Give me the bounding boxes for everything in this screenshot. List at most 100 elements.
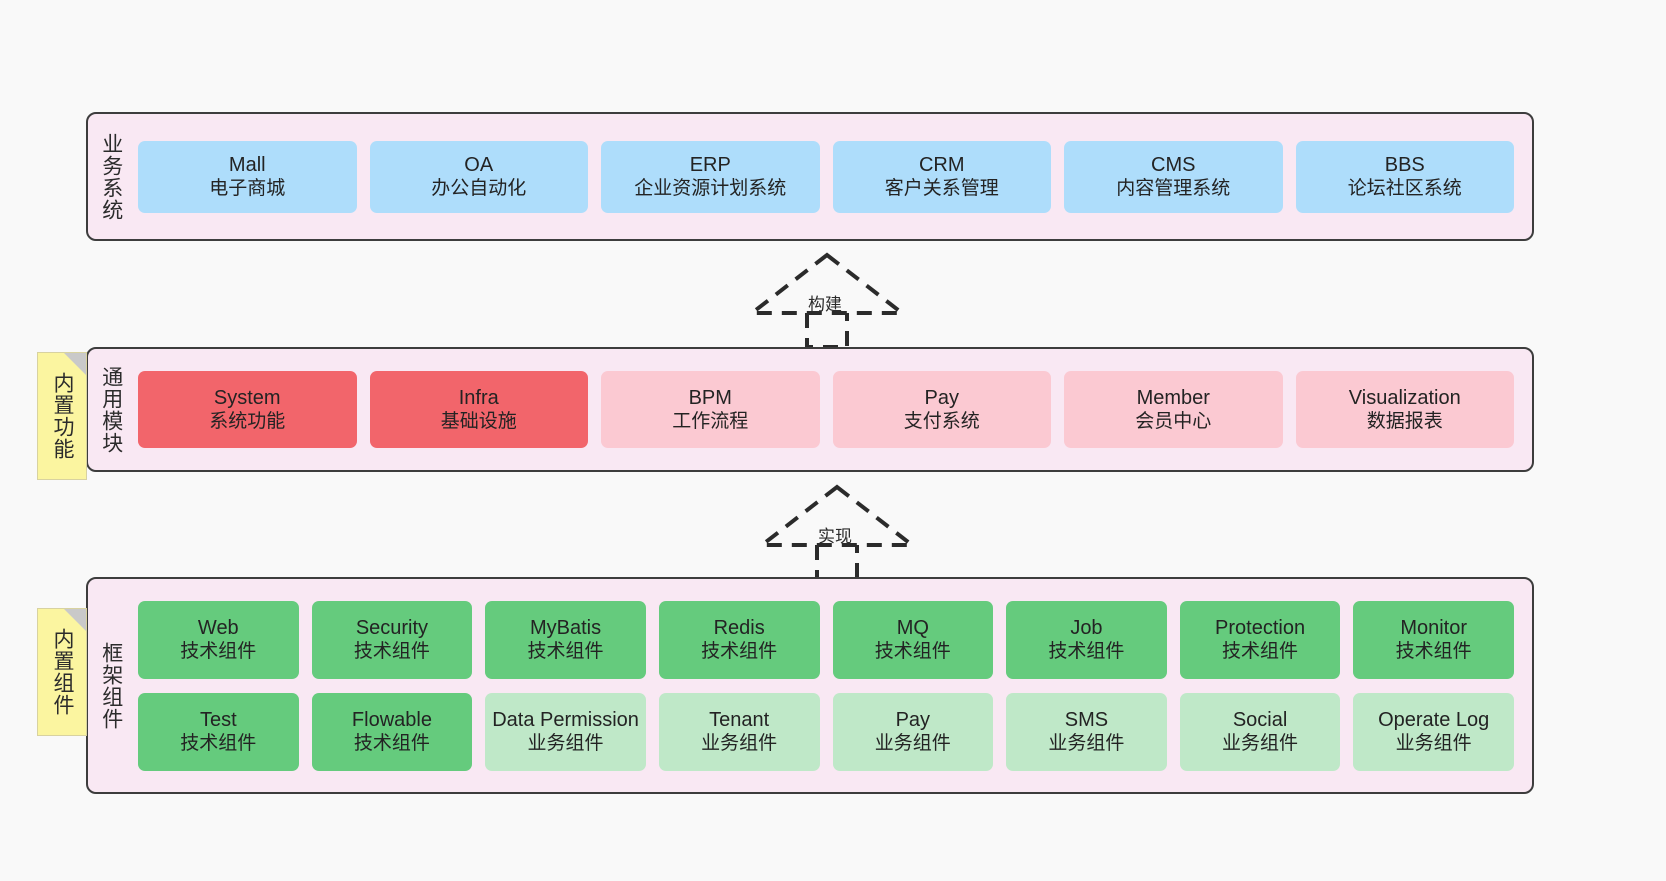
card-erp[interactable]: ERP 企业资源计划系统 bbox=[601, 140, 820, 213]
framework-row-tech: Web 技术组件 Security 技术组件 MyBatis 技术组件 Redi… bbox=[138, 600, 1514, 679]
business-card-list: Mall 电子商城 OA 办公自动化 ERP 企业资源计划系统 CRM 客户关系… bbox=[134, 114, 1518, 239]
card-social-en: Social bbox=[1232, 708, 1288, 731]
card-redis-cn: 技术组件 bbox=[701, 641, 778, 663]
card-tenant-en: Tenant bbox=[709, 708, 770, 731]
arrow-realize: 实现 bbox=[756, 484, 942, 581]
card-mall-cn: 电子商城 bbox=[209, 178, 286, 200]
card-erp-en: ERP bbox=[689, 153, 731, 176]
card-security[interactable]: Security 技术组件 bbox=[311, 600, 473, 679]
card-monitor-cn: 技术组件 bbox=[1395, 641, 1472, 663]
note-builtin-component[interactable]: 内置组件 bbox=[37, 608, 87, 736]
card-bpm-cn: 工作流程 bbox=[672, 411, 749, 433]
card-bbs-cn: 论坛社区系统 bbox=[1347, 178, 1462, 200]
layer-common-module: 通用模块 System 系统功能 Infra 基础设施 BPM 工作流程 Pay… bbox=[86, 347, 1534, 472]
card-monitor-en: Monitor bbox=[1400, 616, 1468, 639]
card-test-cn: 技术组件 bbox=[180, 733, 257, 755]
card-flowable-cn: 技术组件 bbox=[353, 733, 430, 755]
card-visualization-en: Visualization bbox=[1348, 386, 1461, 409]
layer-title-framework-component: 框架组件 bbox=[99, 641, 123, 730]
card-oa-cn: 办公自动化 bbox=[431, 178, 527, 200]
card-visualization[interactable]: Visualization 数据报表 bbox=[1295, 371, 1514, 448]
arrow-realize-stem bbox=[815, 545, 859, 581]
note-builtin-function-text: 内置功能 bbox=[50, 372, 74, 460]
framework-row-business: Test 技术组件 Flowable 技术组件 Data Permission … bbox=[138, 692, 1514, 771]
note-builtin-component-text: 内置组件 bbox=[50, 628, 74, 716]
card-operate-log-cn: 业务组件 bbox=[1395, 733, 1472, 755]
card-social[interactable]: Social 业务组件 bbox=[1179, 692, 1341, 771]
note-builtin-function[interactable]: 内置功能 bbox=[37, 352, 87, 480]
card-mybatis-en: MyBatis bbox=[530, 616, 602, 639]
card-flowable-en: Flowable bbox=[351, 708, 432, 731]
card-data-permission-cn: 业务组件 bbox=[527, 733, 604, 755]
card-mq[interactable]: MQ 技术组件 bbox=[832, 600, 994, 679]
card-bbs[interactable]: BBS 论坛社区系统 bbox=[1295, 140, 1514, 213]
card-web[interactable]: Web 技术组件 bbox=[138, 600, 299, 679]
card-cms-cn: 内容管理系统 bbox=[1116, 178, 1231, 200]
card-web-cn: 技术组件 bbox=[180, 641, 257, 663]
card-bbs-en: BBS bbox=[1384, 153, 1425, 176]
card-redis-en: Redis bbox=[713, 616, 765, 639]
card-protection-cn: 技术组件 bbox=[1222, 641, 1299, 663]
layer-title-business-system: 业务系统 bbox=[99, 132, 123, 221]
card-cms[interactable]: CMS 内容管理系统 bbox=[1064, 140, 1283, 213]
card-mybatis-cn: 技术组件 bbox=[527, 641, 604, 663]
card-pay-module-en: Pay bbox=[924, 386, 959, 409]
note-fold-corner-icon bbox=[64, 609, 86, 631]
card-system-cn: 系统功能 bbox=[209, 411, 286, 433]
card-crm-en: CRM bbox=[918, 153, 965, 176]
card-job-cn: 技术组件 bbox=[1048, 641, 1125, 663]
card-crm[interactable]: CRM 客户关系管理 bbox=[832, 140, 1051, 213]
card-security-cn: 技术组件 bbox=[353, 641, 430, 663]
card-system[interactable]: System 系统功能 bbox=[138, 371, 357, 448]
card-visualization-cn: 数据报表 bbox=[1366, 411, 1443, 433]
card-protection-en: Protection bbox=[1215, 616, 1306, 639]
card-pay-module[interactable]: Pay 支付系统 bbox=[832, 371, 1051, 448]
card-member-cn: 会员中心 bbox=[1135, 411, 1212, 433]
card-operate-log[interactable]: Operate Log 业务组件 bbox=[1353, 692, 1514, 771]
card-data-permission[interactable]: Data Permission 业务组件 bbox=[485, 692, 646, 771]
framework-card-grid: Web 技术组件 Security 技术组件 MyBatis 技术组件 Redi… bbox=[134, 579, 1518, 792]
card-web-en: Web bbox=[197, 616, 239, 639]
card-oa-en: OA bbox=[464, 153, 494, 176]
card-operate-log-en: Operate Log bbox=[1378, 708, 1490, 731]
note-fold-corner-icon bbox=[64, 353, 86, 375]
card-infra[interactable]: Infra 基础设施 bbox=[369, 371, 588, 448]
card-redis[interactable]: Redis 技术组件 bbox=[658, 600, 820, 679]
card-mall[interactable]: Mall 电子商城 bbox=[138, 140, 357, 213]
card-social-cn: 业务组件 bbox=[1222, 733, 1299, 755]
arrow-build-stem bbox=[805, 313, 849, 349]
card-cms-en: CMS bbox=[1151, 153, 1196, 176]
arrow-build-label: 构建 bbox=[808, 295, 842, 314]
card-data-permission-en: Data Permission bbox=[492, 708, 639, 731]
card-bpm-en: BPM bbox=[688, 386, 732, 409]
card-mq-en: MQ bbox=[896, 616, 929, 639]
card-infra-cn: 基础设施 bbox=[440, 411, 517, 433]
card-tenant-cn: 业务组件 bbox=[701, 733, 778, 755]
arrow-realize-label: 实现 bbox=[818, 527, 852, 546]
card-pay-component-cn: 业务组件 bbox=[874, 733, 951, 755]
card-test-en: Test bbox=[199, 708, 237, 731]
layer-framework-component: 框架组件 Web 技术组件 Security 技术组件 MyBatis 技术组件… bbox=[86, 577, 1534, 794]
card-protection[interactable]: Protection 技术组件 bbox=[1179, 600, 1341, 679]
layer-title-common-module: 通用模块 bbox=[99, 365, 123, 454]
layer-business-system: 业务系统 Mall 电子商城 OA 办公自动化 ERP 企业资源计划系统 CRM… bbox=[86, 112, 1534, 241]
card-test[interactable]: Test 技术组件 bbox=[138, 692, 299, 771]
card-flowable[interactable]: Flowable 技术组件 bbox=[311, 692, 473, 771]
card-job[interactable]: Job 技术组件 bbox=[1006, 600, 1167, 679]
card-crm-cn: 客户关系管理 bbox=[884, 178, 999, 200]
card-pay-component[interactable]: Pay 业务组件 bbox=[832, 692, 994, 771]
card-erp-cn: 企业资源计划系统 bbox=[634, 178, 787, 200]
card-oa[interactable]: OA 办公自动化 bbox=[369, 140, 588, 213]
card-mybatis[interactable]: MyBatis 技术组件 bbox=[485, 600, 646, 679]
common-card-list: System 系统功能 Infra 基础设施 BPM 工作流程 Pay 支付系统… bbox=[134, 349, 1518, 470]
card-monitor[interactable]: Monitor 技术组件 bbox=[1353, 600, 1514, 679]
card-member-en: Member bbox=[1136, 386, 1210, 409]
card-sms[interactable]: SMS 业务组件 bbox=[1006, 692, 1167, 771]
card-bpm[interactable]: BPM 工作流程 bbox=[601, 371, 820, 448]
card-tenant[interactable]: Tenant 业务组件 bbox=[658, 692, 820, 771]
card-member[interactable]: Member 会员中心 bbox=[1064, 371, 1283, 448]
card-pay-component-en: Pay bbox=[895, 708, 931, 731]
card-system-en: System bbox=[213, 386, 281, 409]
card-sms-en: SMS bbox=[1064, 708, 1109, 731]
